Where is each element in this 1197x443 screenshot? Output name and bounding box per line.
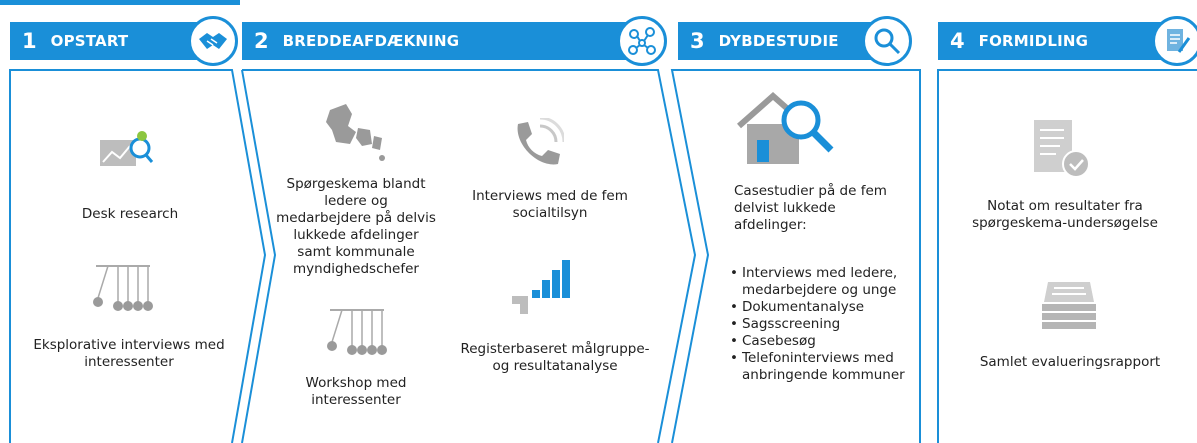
interviews-socialtilsyn-label: Interviews med de fem socialtilsyn xyxy=(472,188,628,221)
phase-header-breddeafdaekning: 2 BREDDEAFDÆKNING xyxy=(242,22,642,60)
denmark-map-icon xyxy=(326,104,385,161)
register-analysis-label: Registerbaseret målgruppe- og resultatan… xyxy=(460,341,650,374)
house-search-icon xyxy=(737,91,834,164)
phase-number: 1 xyxy=(22,29,37,53)
phase-number: 3 xyxy=(690,29,705,53)
panel-4-outline xyxy=(937,69,1197,443)
newtons-cradle-icon-2 xyxy=(327,309,387,355)
phase-header-dybdestudie: 3 DYBDESTUDIE xyxy=(678,22,873,60)
list-item: Telefoninterviews med anbringende kommun… xyxy=(730,350,910,384)
magnifier-icon xyxy=(862,16,912,66)
top-accent-bar xyxy=(0,0,240,5)
document-check-icon xyxy=(1034,120,1090,178)
newtons-cradle-icon xyxy=(93,265,153,311)
panel-1-outline xyxy=(9,69,267,443)
survey-memo-label: Notat om resultater fra spørgeskema-unde… xyxy=(972,198,1158,231)
phase-title: FORMIDLING xyxy=(978,32,1089,50)
desk-research-icon xyxy=(100,131,154,166)
evaluation-report-label: Samlet evalueringsrapport xyxy=(979,354,1161,370)
case-studies-intro: Casestudier på de fem delvist lukkede af… xyxy=(734,183,887,233)
workshop-label: Workshop med interessenter xyxy=(305,375,407,408)
case-methods-list: Interviews med ledere, medarbejdere og u… xyxy=(730,265,910,384)
panel-3-outline xyxy=(670,69,921,443)
survey-label: Spørgeskema blandt ledere og medarbejder… xyxy=(276,176,436,277)
phase-header-opstart: 1 OPSTART xyxy=(10,22,210,60)
list-item: Sagsscreening xyxy=(730,316,910,333)
handshake-icon xyxy=(188,16,238,66)
explorative-interviews-label: Eksplorative interviews med interessente… xyxy=(33,337,225,370)
list-item: Interviews med ledere, medarbejdere og u… xyxy=(730,265,910,299)
report-stack-icon xyxy=(1042,282,1096,329)
list-item: Casebesøg xyxy=(730,333,910,350)
phase-title: BREDDEAFDÆKNING xyxy=(282,32,460,50)
phone-icon xyxy=(517,118,564,165)
phase-header-formidling: 4 FORMIDLING xyxy=(938,22,1168,60)
phase-title: OPSTART xyxy=(50,32,129,50)
document-pen-icon xyxy=(1152,16,1197,66)
phase-number: 4 xyxy=(950,29,965,53)
desk-research-label: Desk research xyxy=(81,206,179,222)
list-item: Dokumentanalyse xyxy=(730,299,910,316)
phase-number: 2 xyxy=(254,29,269,53)
panel-2-outline xyxy=(241,69,697,443)
phase-title: DYBDESTUDIE xyxy=(718,32,839,50)
network-icon xyxy=(617,16,667,66)
bar-growth-icon xyxy=(512,260,570,314)
